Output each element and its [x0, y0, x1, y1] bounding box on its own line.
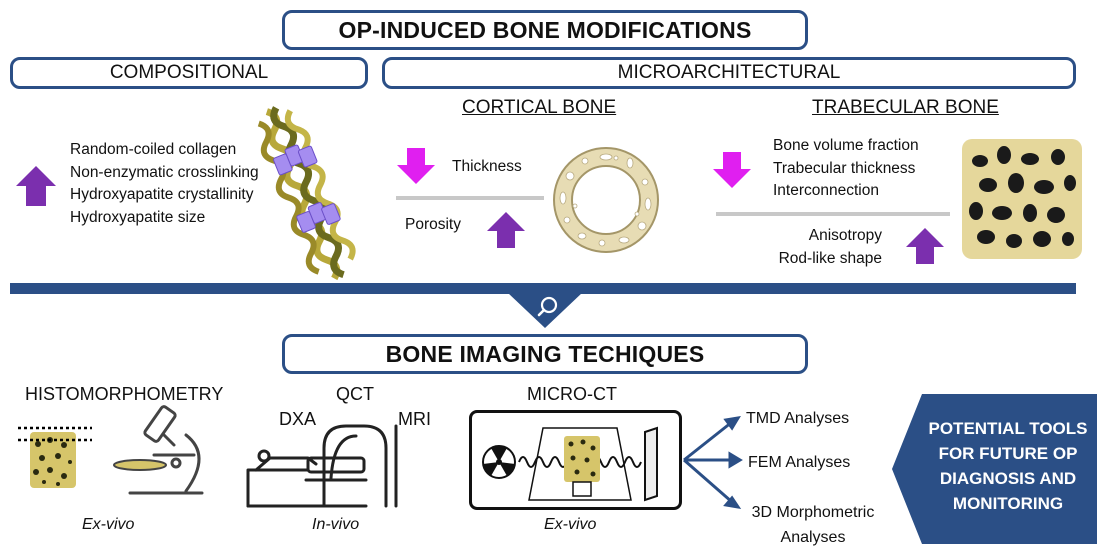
- micro-ct-frame: [469, 410, 682, 510]
- collagen-fibril-illustration: [257, 106, 356, 281]
- qct-label: QCT: [336, 384, 374, 404]
- micro-ct-title: MICRO-CT: [527, 384, 617, 404]
- compositional-box: COMPOSITIONAL: [10, 57, 368, 89]
- morphometric-analyses-label: 3D Morphometric Analyses: [733, 500, 893, 550]
- imaging-title-box: BONE IMAGING TECHIQUES: [282, 334, 808, 374]
- scanner-illustration: [246, 424, 398, 508]
- cortical-increase-label: Porosity: [405, 216, 461, 233]
- increase-arrow-icon: [16, 166, 56, 206]
- micro-ct-mode-label: Ex-vivo: [544, 516, 597, 533]
- increase-arrow-icon: [906, 228, 944, 264]
- micro-ct-illustration: [482, 426, 658, 502]
- potential-tools-text: POTENTIAL TOOLS FOR FUTURE OP DIAGNOSIS …: [922, 416, 1094, 516]
- trabecular-decrease-list: Bone volume fraction Trabecular thicknes…: [773, 135, 919, 203]
- analysis-arrows: [683, 415, 743, 510]
- cortical-bone-heading: CORTICAL BONE: [462, 97, 617, 118]
- imaging-title: BONE IMAGING TECHIQUES: [385, 340, 705, 367]
- list-item: Hydroxyapatite size: [70, 208, 206, 226]
- list-item: Rod-like shape: [778, 249, 882, 267]
- compositional-list: Random-coiled collagen Non-enzymatic cro…: [70, 139, 259, 229]
- potential-tools-arrow: [892, 394, 1097, 544]
- trabecular-bone-cube-illustration: [962, 139, 1082, 259]
- tools-line: MONITORING: [952, 494, 1064, 513]
- tmd-analyses-label: TMD Analyses: [746, 410, 850, 427]
- scanner-mode-label: In-vivo: [312, 516, 360, 533]
- trabecular-bone-heading: TRABECULAR BONE: [812, 97, 999, 118]
- mri-label: MRI: [398, 409, 431, 429]
- cortical-bone-ring-illustration: [553, 147, 659, 253]
- tools-line: DIAGNOSIS AND: [939, 469, 1077, 488]
- top-title: OP-INDUCED BONE MODIFICATIONS: [338, 16, 752, 43]
- list-item: Interconnection: [773, 182, 879, 199]
- tools-line: POTENTIAL TOOLS: [928, 419, 1088, 438]
- cortical-decrease-label: Thickness: [452, 158, 522, 175]
- list-item: Anisotropy: [808, 227, 882, 244]
- cortical-divider: [396, 196, 544, 200]
- tools-line: FOR FUTURE OP: [938, 444, 1078, 463]
- list-item: Trabecular thickness: [773, 159, 916, 177]
- list-item: Random-coiled collagen: [70, 141, 237, 158]
- increase-arrow-icon: [487, 212, 525, 248]
- section-divider-band: [10, 283, 1076, 294]
- magnifier-arrow-icon: [507, 292, 583, 328]
- list-item: Bone volume fraction: [773, 137, 919, 154]
- trabecular-divider: [716, 212, 950, 216]
- decrease-arrow-icon: [713, 152, 751, 188]
- fem-analyses-label: FEM Analyses: [748, 454, 851, 471]
- top-title-box: OP-INDUCED BONE MODIFICATIONS: [282, 10, 808, 50]
- microarchitectural-box: MICROARCHITECTURAL: [382, 57, 1076, 89]
- histo-mode-label: Ex-vivo: [82, 516, 135, 533]
- trabecular-increase-list: Anisotropy Rod-like shape: [772, 225, 882, 270]
- morphometric-line-1: 3D Morphometric: [751, 504, 875, 521]
- dxa-label: DXA: [279, 409, 317, 429]
- list-item: Hydroxyapatite crystallinity: [70, 186, 254, 203]
- morphometric-line-2: Analyses: [780, 529, 846, 546]
- bone-sample-illustration: [18, 426, 92, 488]
- histomorphometry-title: HISTOMORPHOMETRY: [25, 384, 224, 404]
- microscope-icon: [113, 405, 204, 495]
- list-item: Non-enzymatic crosslinking: [70, 163, 259, 181]
- compositional-heading: COMPOSITIONAL: [109, 62, 269, 83]
- decrease-arrow-icon: [397, 148, 435, 184]
- microarchitectural-heading: MICROARCHITECTURAL: [617, 62, 841, 83]
